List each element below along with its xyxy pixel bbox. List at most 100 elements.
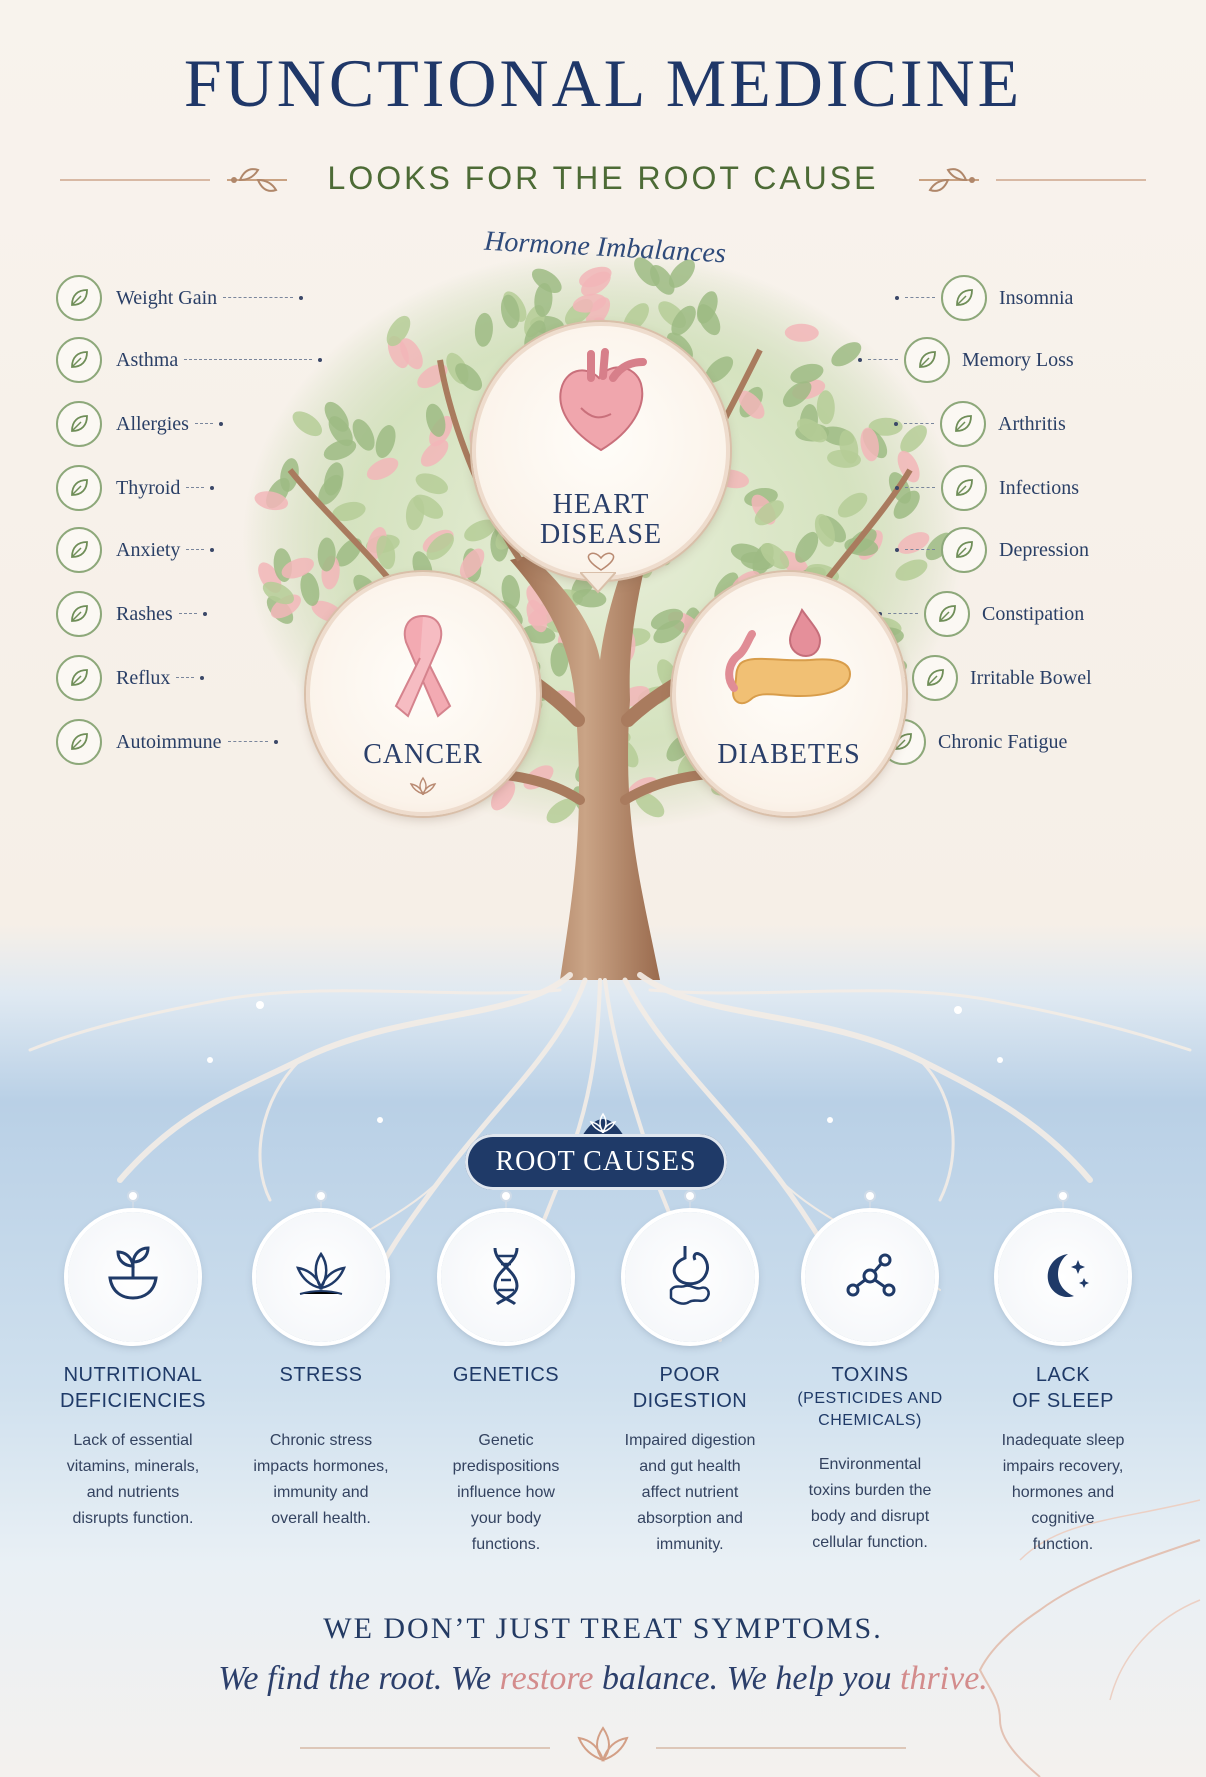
leaf-icon <box>912 655 958 701</box>
connector-line <box>905 549 935 551</box>
description-line: affect nutrient <box>641 1484 739 1501</box>
root-cause-subtitle-line2: CHEMICALS) <box>818 1412 922 1429</box>
root-cause-description: Lack of essential vitamins, minerals, and … <box>38 1428 228 1532</box>
description-line: functions. <box>471 1536 541 1553</box>
diabetes-circle: DIABETES <box>672 572 906 816</box>
symptom-right-2: Memory Loss <box>858 337 1074 383</box>
description-line: toxins burden the <box>808 1482 932 1499</box>
description-line: vitamins, minerals, <box>66 1458 200 1475</box>
connector-line <box>184 359 313 361</box>
symptom-label: Insomnia <box>999 286 1074 309</box>
root-cause-title: GENETICS <box>416 1362 596 1388</box>
page-subtitle: LOOKS FOR THE ROOT CAUSE <box>327 160 879 196</box>
leaf-icon <box>940 401 986 447</box>
cancer-circle: CANCER <box>306 572 540 816</box>
description-line: predispositions <box>452 1458 560 1475</box>
symptom-right-5: Depression <box>895 527 1089 573</box>
root-cause-title-line1: STRESS <box>279 1364 363 1386</box>
connector-line <box>223 297 294 299</box>
bottom-lotus-icon <box>577 1726 629 1762</box>
root-cause-title-line1: POOR <box>659 1364 721 1386</box>
symptom-left-1: Weight Gain <box>56 275 304 321</box>
leaf-icon <box>941 465 987 511</box>
symptom-right-7: Irritable Bowel <box>866 655 1092 701</box>
right-sprig-icon <box>919 168 979 192</box>
symptom-label: Memory Loss <box>962 348 1074 371</box>
description-line: overall health. <box>271 1510 371 1527</box>
connector-dot <box>895 486 899 490</box>
leaf-icon <box>941 527 987 573</box>
description-line: Chronic stress <box>269 1432 373 1449</box>
heart-disease-label-line2: DISEASE <box>539 519 663 550</box>
root-cause-circle-1 <box>68 1212 198 1342</box>
diabetes-label: DIABETES <box>717 739 861 770</box>
description-line: your body <box>470 1510 542 1527</box>
description-line: Impaired digestion <box>624 1432 756 1449</box>
symptom-label: Autoimmune <box>116 730 222 753</box>
root-cause-title-line1: NUTRITIONAL <box>63 1364 203 1386</box>
symptom-left-3: Allergies <box>56 401 223 447</box>
root-cause-circle-6 <box>998 1212 1128 1342</box>
description-line: immunity. <box>656 1536 724 1553</box>
page-title: FUNCTIONAL MEDICINE <box>183 45 1023 121</box>
awareness-ribbon-icon <box>394 615 452 718</box>
symptom-label: Arthritis <box>998 412 1066 435</box>
root-cause-title-line1: GENETICS <box>452 1364 560 1386</box>
heart-disease-label-line1: HEART <box>552 489 650 520</box>
connector-line <box>194 423 213 425</box>
connector-line <box>905 297 935 299</box>
small-lotus-icon <box>409 776 437 796</box>
badge-lotus-icon <box>581 1112 625 1138</box>
dna-icon <box>471 1240 541 1315</box>
connector-dot <box>858 358 862 362</box>
connector-line <box>186 487 205 489</box>
subtitle-right-divider <box>996 179 1146 181</box>
connector-dot <box>878 612 882 616</box>
leaf-icon <box>56 655 102 701</box>
lotus-icon <box>286 1240 356 1315</box>
heart-disease-circle: HEART DISEASE <box>472 322 730 580</box>
connector-dot <box>200 676 205 680</box>
symptom-label: Constipation <box>982 602 1085 625</box>
tagline-part3: balance. We help you <box>593 1660 900 1697</box>
connector-dot <box>210 548 215 552</box>
symptom-label: Chronic Fatigue <box>938 730 1068 753</box>
connector-dot <box>895 296 899 300</box>
symptom-right-6: Constipation <box>878 591 1085 637</box>
root-cause-title-line2: DEFICIENCIES <box>59 1390 207 1412</box>
description-line: Genetic <box>478 1432 534 1449</box>
description-line: impacts hormones, <box>253 1458 389 1475</box>
description-line: Lack of essential <box>73 1432 193 1449</box>
root-cause-title: NUTRITIONAL DEFICIENCIES <box>43 1362 223 1414</box>
description-line: function. <box>1032 1536 1094 1553</box>
symptom-right-3: Arthritis <box>894 401 1066 447</box>
symptom-left-8: Autoimmune <box>56 719 278 765</box>
moon-stars-icon <box>1028 1240 1098 1315</box>
leaf-icon <box>56 527 102 573</box>
leaf-icon <box>56 591 102 637</box>
symptom-right-4: Infections <box>895 465 1079 511</box>
leaf-icon <box>56 465 102 511</box>
leaf-icon <box>924 591 970 637</box>
connector-dot <box>895 548 899 552</box>
connector-line <box>176 677 195 679</box>
tagline-line1: WE DON’T JUST TREAT SYMPTOMS. <box>323 1612 883 1645</box>
leaf-icon <box>56 719 102 765</box>
description-line: absorption and <box>637 1510 743 1527</box>
root-cause-circle-4 <box>625 1212 755 1342</box>
subtitle-left-divider <box>60 179 210 181</box>
connector-line <box>905 487 935 489</box>
left-sprig-icon <box>227 168 287 192</box>
description-line: cognitive <box>1031 1510 1095 1527</box>
leaf-icon <box>941 275 987 321</box>
root-cause-title-line1: LACK <box>1035 1364 1091 1386</box>
description-line: and nutrients <box>86 1484 180 1501</box>
symptom-left-7: Reflux <box>56 655 205 701</box>
symptom-label: Rashes <box>116 602 173 625</box>
tagline-restore: restore <box>499 1660 594 1697</box>
symptom-label: Anxiety <box>116 538 181 561</box>
